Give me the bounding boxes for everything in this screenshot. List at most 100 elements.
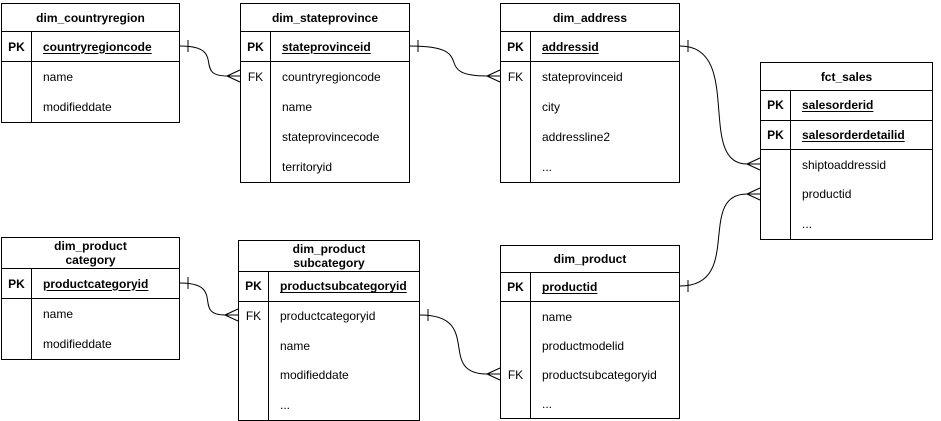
- empty-key-cell: [501, 331, 531, 360]
- empty-key-cell: [239, 390, 269, 420]
- column-name: addressline2: [542, 130, 611, 144]
- entity-title: dim_address: [501, 4, 679, 32]
- empty-key-cell: [761, 179, 791, 209]
- relation-product-to-fctsales: [679, 187, 761, 292]
- column-row: PK stateprovinceid: [241, 32, 409, 62]
- column-name: name: [280, 338, 311, 353]
- pk-badge: PK: [2, 269, 32, 298]
- empty-key-cell: [239, 360, 269, 390]
- column-row: territoryid: [241, 152, 409, 182]
- relation-address-to-fctsales: [679, 40, 761, 171]
- pk-badge: PK: [501, 273, 531, 301]
- empty-key-cell: [2, 92, 32, 122]
- relation-line: [679, 45, 748, 165]
- fk-badge: FK: [239, 301, 269, 331]
- entity-title-line: dim_product: [553, 252, 627, 266]
- column-name: addressid: [542, 39, 599, 54]
- entity-title: dim_stateprovince: [241, 4, 409, 32]
- column-row: PK countryregioncode: [2, 32, 179, 62]
- column-name: productid: [542, 280, 598, 294]
- column-name: productsubcategoryid: [280, 279, 407, 294]
- fk-badge: FK: [501, 360, 531, 389]
- pk-badge: PK: [761, 91, 791, 120]
- column-row: PK productcategoryid: [2, 269, 179, 299]
- pk-badge: PK: [761, 120, 791, 149]
- relation-line: [419, 314, 488, 375]
- column-row: name: [2, 299, 179, 329]
- relation-line: [179, 282, 226, 316]
- column-name: ...: [542, 160, 553, 174]
- column-name: productsubcategoryid: [542, 367, 657, 382]
- column-name: countryregioncode: [282, 70, 381, 84]
- empty-key-cell: [761, 209, 791, 239]
- entity-title-line: dim_address: [552, 10, 628, 25]
- column-name: stateprovincecode: [282, 130, 380, 144]
- column-name: stateprovinceid: [282, 39, 371, 54]
- column-name: name: [282, 100, 313, 114]
- pk-badge: PK: [239, 272, 269, 301]
- column-name: shiptoaddressid: [802, 157, 887, 172]
- entity-title-line: dim_stateprovince: [271, 10, 379, 25]
- empty-key-cell: [2, 62, 32, 92]
- pk-badge: PK: [241, 32, 271, 61]
- entity-title-line: dim_countryregion: [36, 10, 145, 25]
- column-row: ...: [501, 152, 679, 182]
- column-name: modifieddate: [280, 368, 349, 383]
- column-name: modifieddate: [43, 100, 112, 114]
- empty-key-cell: [761, 150, 791, 180]
- many-marker: [224, 308, 239, 322]
- column-row: productmodelid: [501, 331, 679, 360]
- column-row: PK addressid: [501, 32, 679, 62]
- empty-key-cell: [241, 152, 271, 182]
- empty-key-cell: [2, 299, 32, 329]
- column-row: modifieddate: [239, 360, 419, 390]
- relation-countryregion-to-stateprovince: [179, 40, 241, 83]
- empty-key-cell: [241, 92, 271, 122]
- entity-title-line: category: [65, 253, 116, 267]
- relation-line: [679, 193, 748, 287]
- pk-badge: PK: [501, 32, 531, 61]
- column-name: ...: [542, 396, 553, 411]
- empty-key-cell: [501, 302, 531, 331]
- many-marker: [746, 157, 761, 171]
- relation-line: [179, 45, 228, 77]
- column-name: productmodelid: [542, 338, 625, 353]
- relation-category-to-subcategory: [179, 277, 239, 322]
- column-name: countryregioncode: [43, 39, 152, 54]
- many-marker: [226, 69, 241, 83]
- fk-badge: FK: [501, 62, 531, 92]
- column-name: productid: [802, 187, 852, 202]
- column-row: name: [241, 92, 409, 122]
- empty-key-cell: [501, 122, 531, 152]
- many-marker: [486, 69, 501, 83]
- pk-badge: PK: [2, 32, 32, 61]
- column-name: productcategoryid: [43, 276, 149, 291]
- entity-title-line: fct_sales: [820, 69, 873, 84]
- column-row: PK productsubcategoryid: [239, 272, 419, 302]
- empty-key-cell: [501, 152, 531, 182]
- many-marker: [746, 187, 761, 201]
- column-row: modifieddate: [2, 329, 179, 359]
- column-name: territoryid: [282, 160, 333, 174]
- column-row: ...: [761, 209, 932, 239]
- entity-title: dim_product: [501, 246, 679, 273]
- column-row: productid: [761, 179, 932, 209]
- column-row: name: [239, 331, 419, 361]
- relation-subcategory-to-product: [419, 309, 501, 381]
- column-name: name: [43, 307, 74, 321]
